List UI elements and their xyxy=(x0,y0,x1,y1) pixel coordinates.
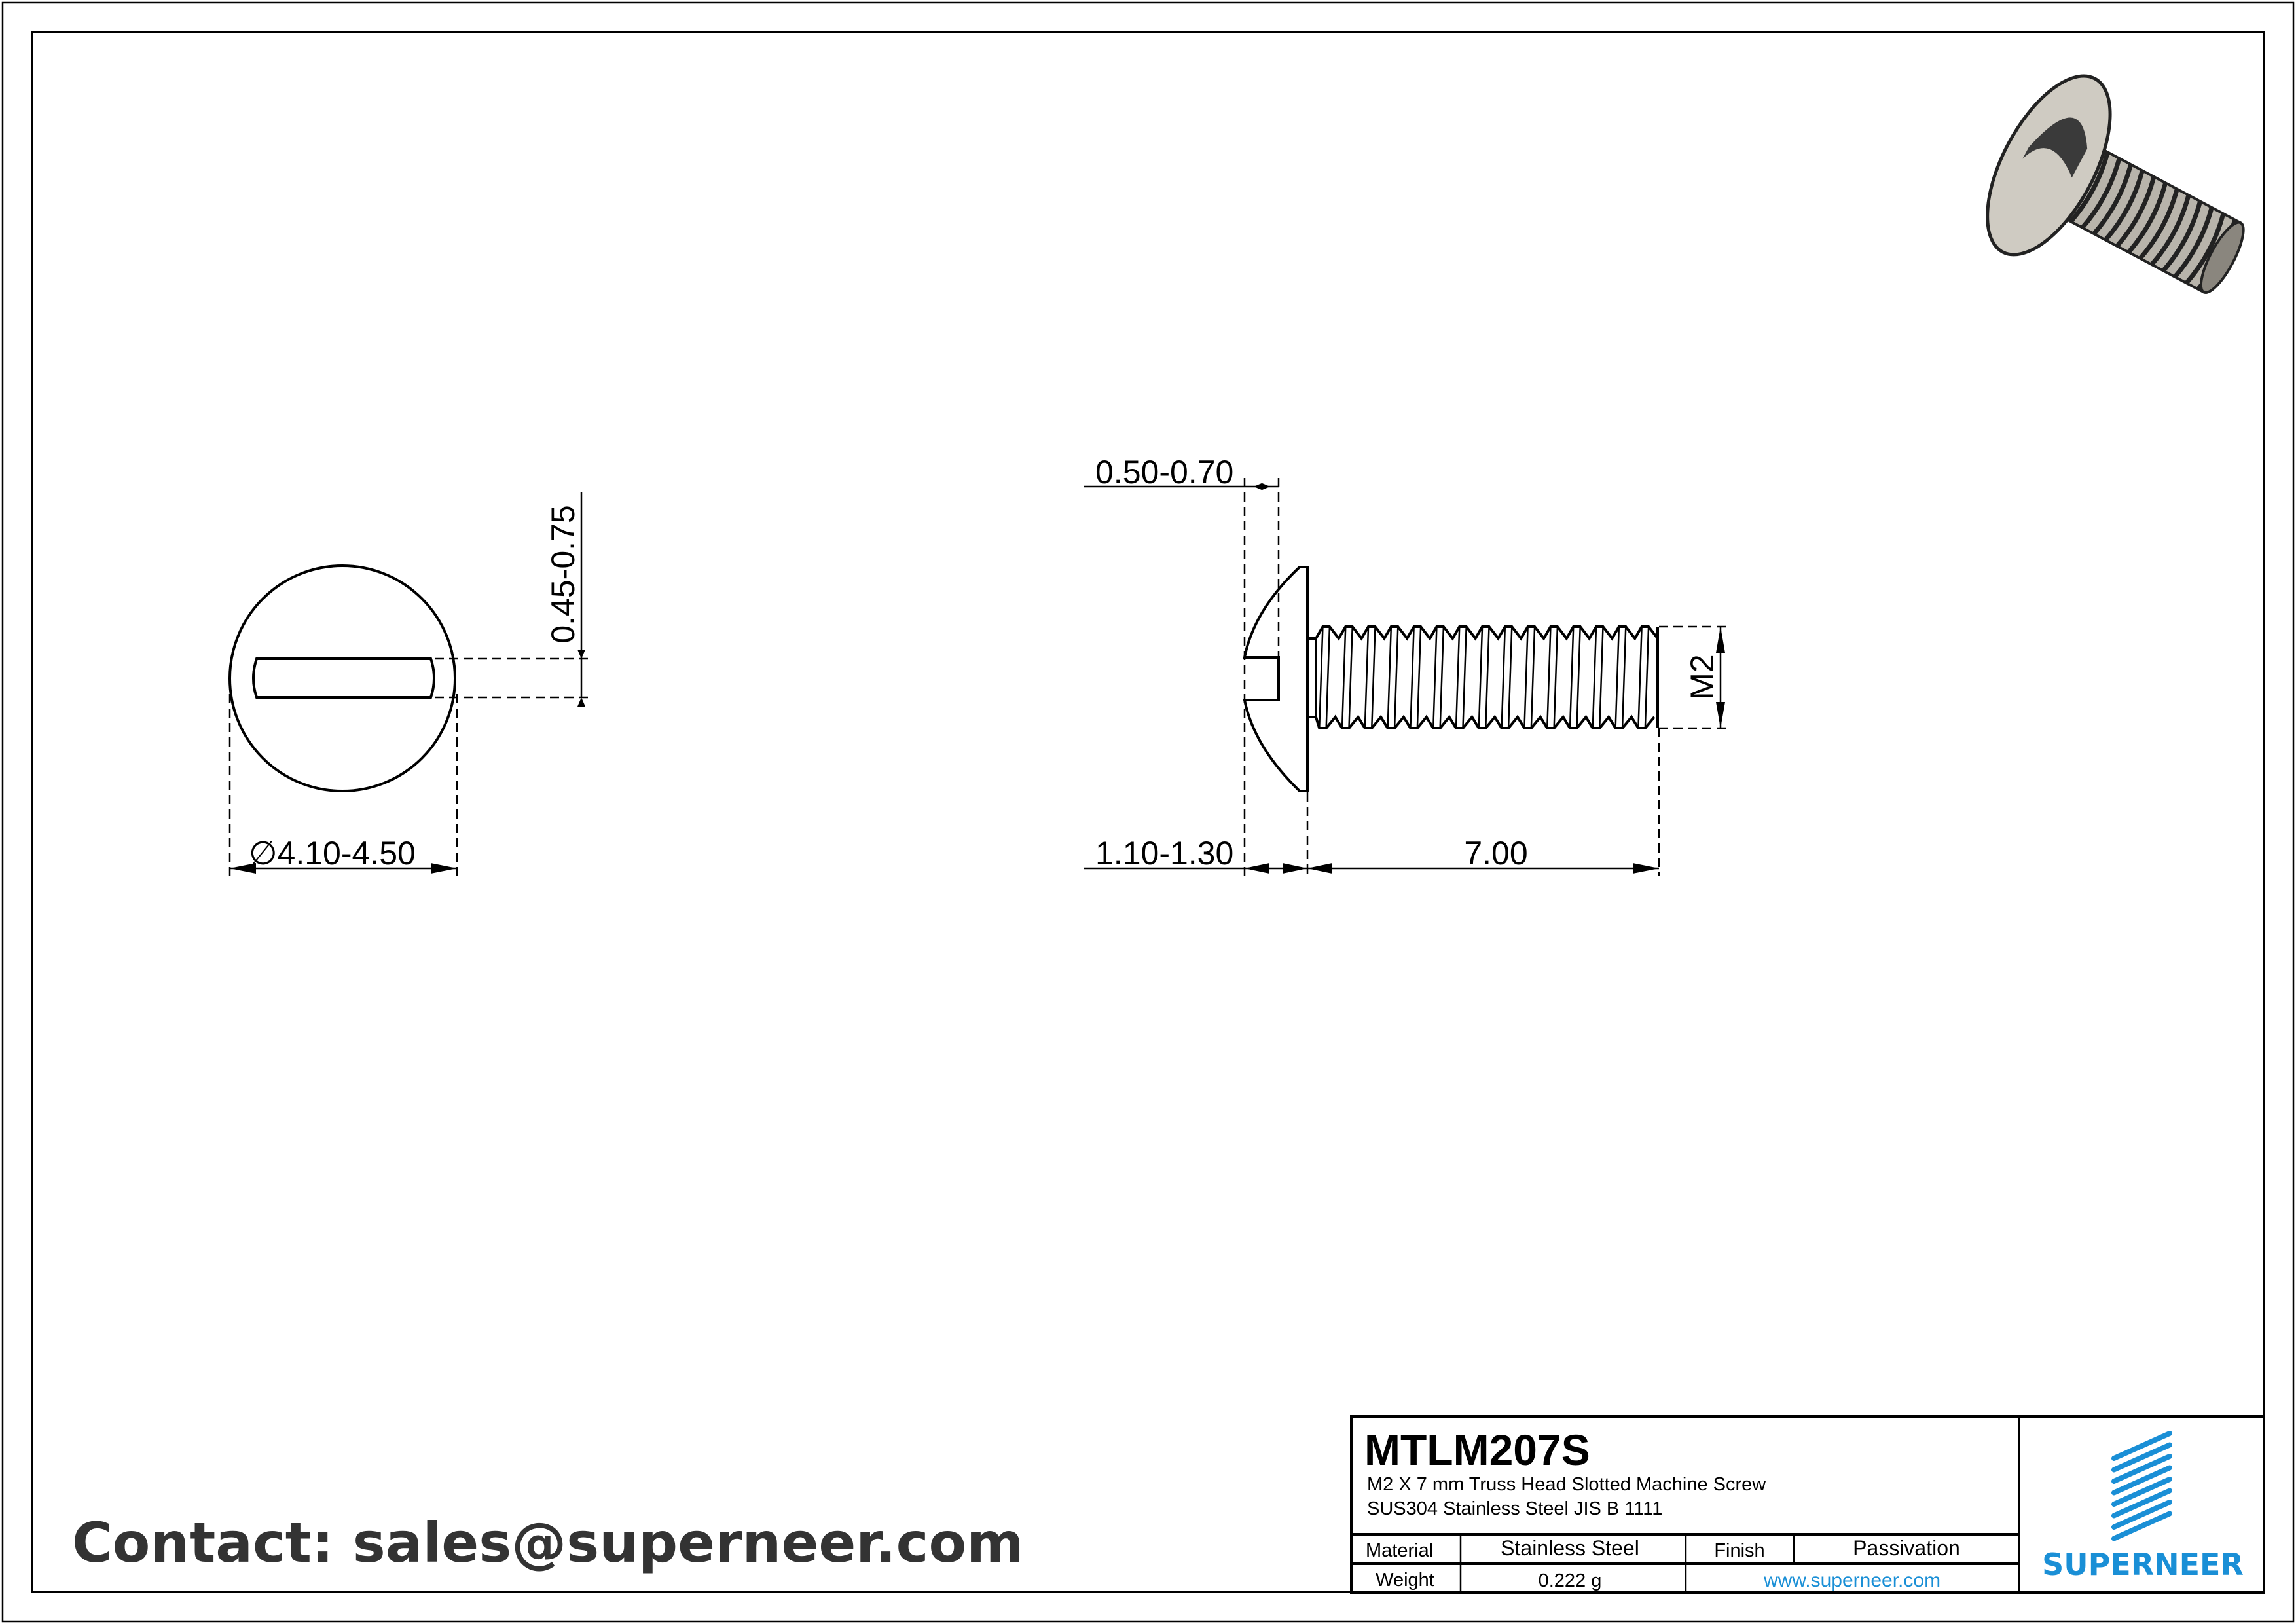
thread-line xyxy=(1341,626,1347,729)
logo-stripe xyxy=(2111,1500,2172,1530)
thread-line xyxy=(1439,626,1445,729)
logo-stripe xyxy=(2111,1465,2172,1496)
thread-line xyxy=(1530,626,1536,729)
thread-line xyxy=(1410,626,1415,729)
render-head xyxy=(1986,74,2112,257)
render-thread xyxy=(2126,182,2168,254)
logo-stripe xyxy=(2111,1511,2172,1541)
slot-width-dimension: 0.45-0.75 xyxy=(545,505,581,643)
material-label: Material xyxy=(1366,1540,1433,1561)
thread-line xyxy=(1393,626,1399,729)
render-thread xyxy=(2161,200,2202,272)
logo-stripe xyxy=(2111,1454,2172,1484)
description-line1: M2 X 7 mm Truss Head Slotted Machine Scr… xyxy=(1367,1474,1766,1495)
thread-line xyxy=(1501,626,1506,729)
render-thread xyxy=(2104,170,2145,242)
weight-label: Weight xyxy=(1376,1570,1434,1591)
brand-logo-text: SUPERNEER xyxy=(2042,1547,2244,1582)
thread-line xyxy=(1553,626,1559,729)
slot-depth-dimension: 0.50-0.70 xyxy=(1095,454,1233,490)
thread-line xyxy=(1432,626,1438,729)
finish-value: Passivation xyxy=(1853,1536,1960,1560)
slot-outline xyxy=(252,657,435,699)
finish-label: Finish xyxy=(1714,1540,1764,1561)
screw-head xyxy=(1243,566,1309,792)
side-view: 0.50-0.70 1.10-1.30 7.00 M2 xyxy=(1084,454,1728,876)
length-dimension: 7.00 xyxy=(1464,835,1527,872)
thread-line xyxy=(1599,626,1604,729)
render-thread xyxy=(2081,157,2122,229)
thread-line xyxy=(1455,626,1461,729)
part-number: MTLM207S xyxy=(1364,1426,1590,1474)
head-outline xyxy=(228,564,456,792)
website-link[interactable]: www.superneer.com xyxy=(1763,1570,1941,1591)
thread-line xyxy=(1592,626,1597,729)
thread-line xyxy=(1637,626,1643,729)
thread-line xyxy=(1485,626,1490,729)
description-line2: SUS304 Stainless Steel JIS B 1111 xyxy=(1367,1498,1662,1519)
thread-line xyxy=(1348,626,1353,729)
thread-line xyxy=(1462,626,1467,729)
logo-stripe xyxy=(2111,1431,2172,1461)
render-thread xyxy=(2184,213,2226,285)
thread-line xyxy=(1576,626,1581,729)
thread-line xyxy=(1325,626,1331,729)
dimension-arrow xyxy=(1254,483,1270,490)
render-thread xyxy=(2149,194,2191,267)
thread-line xyxy=(1318,626,1324,729)
drawing-frame xyxy=(31,31,2265,1593)
thread-body xyxy=(1307,625,1659,729)
thread-line xyxy=(1546,626,1552,729)
thread-dimension: M2 xyxy=(1684,654,1721,699)
head-height-dimension: 1.10-1.30 xyxy=(1095,835,1233,872)
dimension-arrow xyxy=(1716,627,1725,728)
thread-line xyxy=(1478,626,1484,729)
thread-line xyxy=(1621,626,1627,729)
thread-line xyxy=(1614,626,1620,729)
thread-line xyxy=(1371,626,1376,729)
thread-line xyxy=(1387,626,1393,729)
thread-line xyxy=(1569,626,1575,729)
title-block: MTLM207S M2 X 7 mm Truss Head Slotted Ma… xyxy=(1350,1415,2265,1594)
contact-text: Contact: sales@superneer.com xyxy=(72,1511,1024,1575)
dimension-arrow xyxy=(230,863,457,874)
thread-crest-bottom xyxy=(1307,714,1656,729)
thread-line xyxy=(1364,626,1370,729)
logo-stripe xyxy=(2111,1488,2172,1519)
dimension-arrow xyxy=(1245,863,1659,874)
logo-stripe xyxy=(2111,1477,2172,1507)
thread-line xyxy=(1644,626,1650,729)
logo-stripe xyxy=(2111,1442,2172,1473)
render-thread xyxy=(2115,175,2157,248)
render-thread xyxy=(2069,151,2110,223)
weight-value: 0.222 g xyxy=(1539,1570,1602,1591)
render-thread xyxy=(2092,164,2134,236)
material-value: Stainless Steel xyxy=(1501,1536,1639,1560)
thread-line xyxy=(1523,626,1529,729)
render-thread xyxy=(2138,188,2179,260)
screw-3d-render xyxy=(1986,74,2245,294)
front-view: 0.45-0.75 ∅4.10-4.50 xyxy=(228,492,589,876)
thread-line xyxy=(1416,626,1422,729)
render-thread xyxy=(2173,206,2214,279)
superneer-logo-icon xyxy=(2111,1431,2172,1541)
head-diameter-dimension: ∅4.10-4.50 xyxy=(249,835,416,872)
render-slot xyxy=(2022,117,2088,178)
thread-line xyxy=(1507,626,1513,729)
render-tip xyxy=(2199,221,2245,294)
